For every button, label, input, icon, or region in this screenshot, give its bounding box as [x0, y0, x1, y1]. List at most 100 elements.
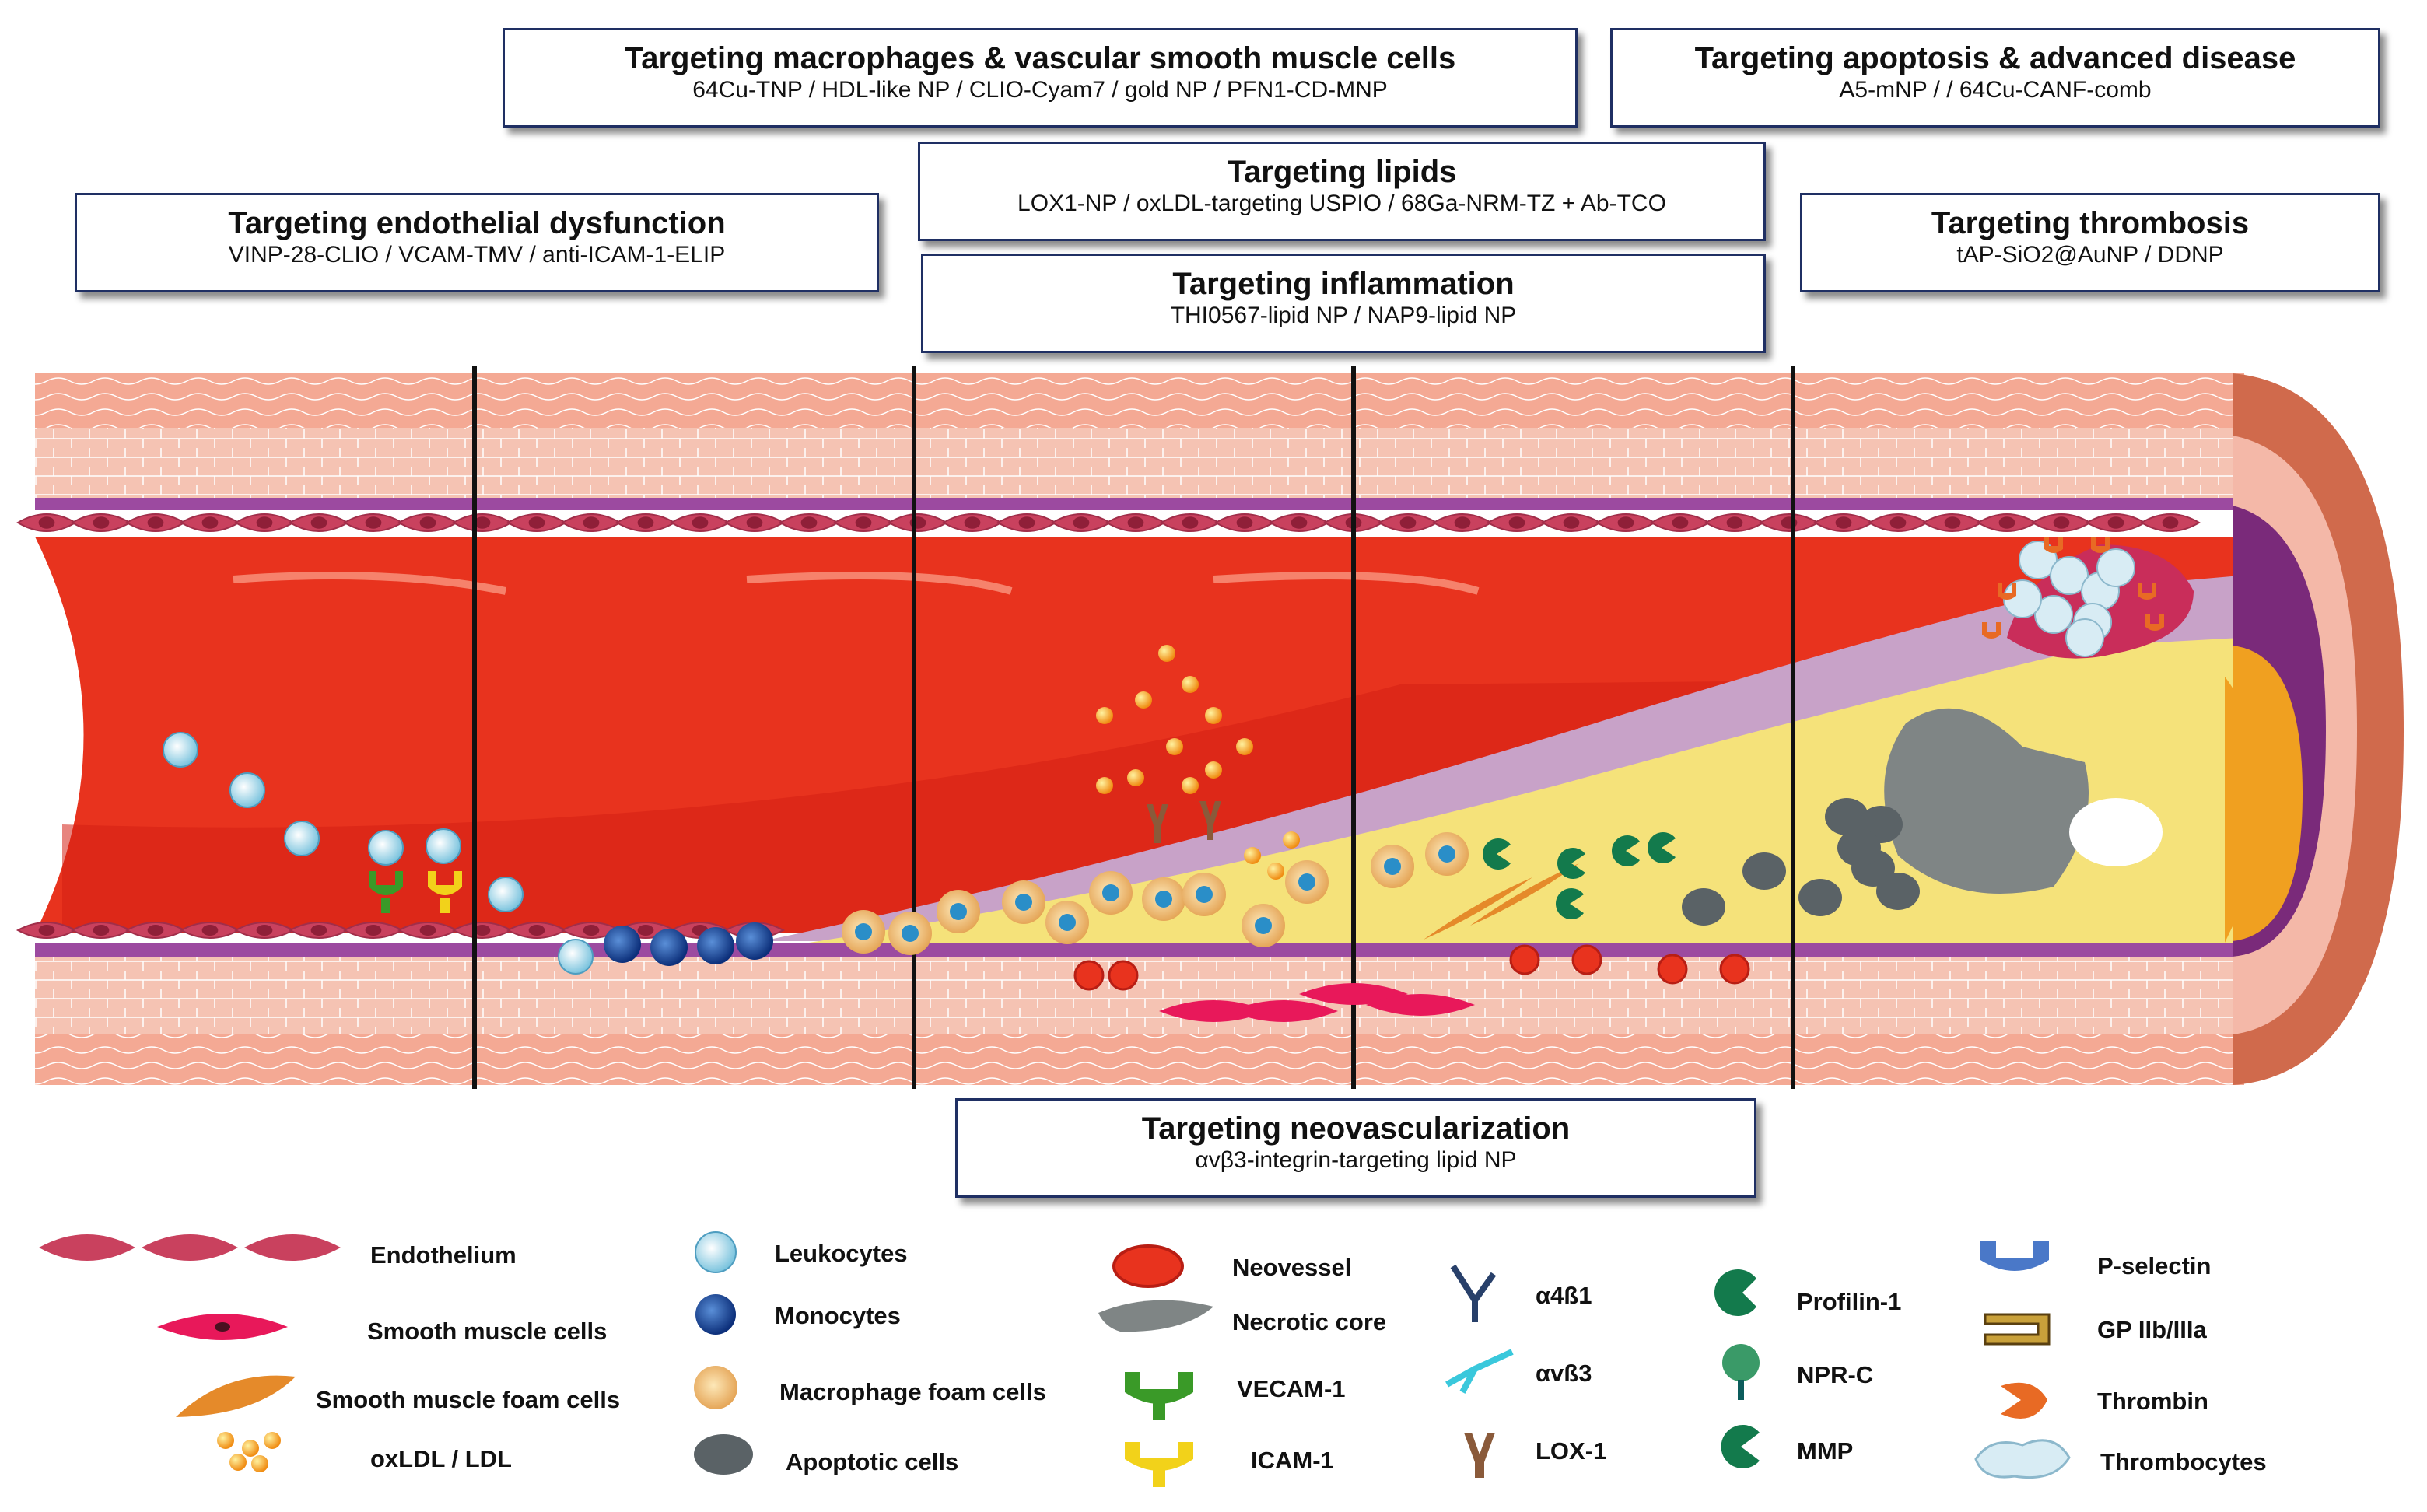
thrombocyte — [2096, 548, 2135, 587]
leukocyte — [558, 939, 594, 975]
box-neovascularization-title: Targeting neovascularization — [1141, 1111, 1571, 1146]
oxldl-particle — [1096, 707, 1113, 724]
neovessel — [1108, 960, 1139, 991]
lox1-receptor — [1147, 804, 1168, 843]
section-dividers — [472, 366, 1795, 1089]
box-macrophages-subtitle: 64Cu-TNP / HDL-like NP / CLIO-Cyam7 / go… — [692, 77, 1388, 103]
thrombocyte — [2050, 556, 2089, 595]
endothelium-top — [16, 513, 2201, 532]
thrombus — [1982, 537, 2194, 659]
legend-avb3: αvß3 — [1536, 1360, 1592, 1387]
box-endothelial-subtitle: VINP-28-CLIO / VCAM-TMV / anti-ICAM-1-EL… — [228, 242, 726, 268]
oxldl-particle — [1158, 645, 1175, 662]
monocyte — [650, 929, 688, 966]
neovessel — [1571, 944, 1602, 975]
mmp-marker — [1557, 848, 1585, 879]
box-neovascularization: Targeting neovascularization αvβ3-integr… — [955, 1098, 1756, 1198]
box-apoptosis-title: Targeting apoptosis & advanced disease — [1694, 41, 2296, 75]
box-endothelial-title: Targeting endothelial dysfunction — [228, 206, 726, 240]
endothelium-icon — [39, 1234, 135, 1261]
leukocyte — [488, 877, 524, 912]
monocyte — [697, 927, 734, 964]
apoptotic-cell — [1682, 888, 1725, 926]
neovessel — [1509, 944, 1540, 975]
box-inflammation: Targeting inflammation THI0567-lipid NP … — [921, 254, 1766, 353]
legend-leukocytes: Leukocytes — [775, 1240, 908, 1267]
a4b1-icon — [1450, 1264, 1497, 1322]
legend-vecam: VECAM-1 — [1237, 1375, 1346, 1402]
oxldl-particle — [1166, 738, 1183, 755]
legend-sm-foam: Smooth muscle foam cells — [316, 1386, 621, 1413]
mmp-icon — [1721, 1425, 1760, 1469]
media-bottom — [35, 957, 2244, 1034]
legend-pselectin: P-selectin — [2097, 1252, 2212, 1279]
sm-foam-cell — [1470, 863, 1579, 926]
vessel-cut-cap — [2233, 646, 2303, 941]
adventitia-top — [35, 373, 2244, 428]
nprc-icon — [1722, 1344, 1760, 1381]
thrombin-marker — [2145, 614, 2164, 631]
legend-thrombocytes: Thrombocytes — [2100, 1448, 2267, 1475]
lox1-icon — [1464, 1433, 1495, 1478]
box-macrophages: Targeting macrophages & vascular smooth … — [503, 28, 1578, 128]
box-endothelial: Targeting endothelial dysfunction VINP-2… — [75, 193, 879, 292]
thrombin-marker — [2091, 537, 2110, 553]
box-macrophages-title: Targeting macrophages & vascular smooth … — [624, 41, 1456, 75]
legend-neovessel: Neovessel — [1232, 1254, 1352, 1281]
apoptotic-cell — [1742, 852, 1786, 890]
thrombin-marker — [2138, 583, 2156, 600]
thrombin-marker — [1998, 583, 2016, 600]
leukocyte — [163, 732, 198, 768]
neovessel — [1657, 954, 1688, 985]
mmp-marker — [1556, 887, 1584, 919]
box-apoptosis-subtitle: A5-mNP / / 64Cu-CANF-comb — [1839, 77, 2152, 103]
apoptotic-cell — [1825, 798, 1868, 835]
oxldl-particle — [1283, 831, 1300, 849]
legend-smooth-muscle: Smooth muscle cells — [367, 1318, 608, 1345]
media-top — [35, 428, 2244, 498]
box-lipids-subtitle: LOX1-NP / oxLDL-targeting USPIO / 68Ga-N… — [1017, 191, 1666, 216]
legend-macrophage-foam: Macrophage foam cells — [779, 1378, 1046, 1405]
mmp-marker — [1648, 832, 1676, 863]
vecam-icon — [1125, 1372, 1193, 1420]
leukocyte — [284, 821, 320, 856]
smooth-muscle-cell — [1366, 994, 1475, 1016]
oxldl-particle — [1096, 777, 1113, 794]
apoptotic-icon — [694, 1434, 753, 1475]
box-inflammation-title: Targeting inflammation — [1172, 267, 1515, 301]
legend-lox1: LOX-1 — [1536, 1437, 1607, 1465]
smooth-muscle-cell — [1299, 983, 1408, 1005]
icam-receptor — [428, 871, 462, 913]
profilin-icon — [1714, 1269, 1756, 1316]
adventitia-bottom — [35, 1034, 2244, 1085]
smooth-muscle-cell — [1229, 1000, 1338, 1022]
box-thrombosis: Targeting thrombosis tAP-SiO2@AuNP / DDN… — [1800, 193, 2380, 292]
legend-monocytes: Monocytes — [775, 1302, 901, 1329]
oxldl-particle — [1244, 847, 1261, 864]
neovessel-icon — [1112, 1244, 1184, 1288]
monocyte — [604, 926, 641, 963]
legend-mmp: MMP — [1797, 1437, 1854, 1465]
thrombin-marker — [1982, 622, 2001, 639]
box-lipids-title: Targeting lipids — [1227, 155, 1457, 189]
legend-a4b1: α4ß1 — [1536, 1282, 1592, 1309]
monocyte-icon — [695, 1294, 736, 1335]
avb3-icon — [1445, 1349, 1514, 1394]
apoptotic-cell — [1837, 829, 1881, 866]
necrotic-icon — [1098, 1300, 1214, 1332]
legend-endothelium: Endothelium — [370, 1241, 517, 1269]
pselectin-icon — [1980, 1241, 2049, 1271]
thrombocytes-icon — [1974, 1439, 2071, 1479]
icam-icon — [1125, 1442, 1193, 1487]
legend-icam: ICAM-1 — [1251, 1447, 1334, 1474]
oxldl-particle — [1182, 777, 1199, 794]
mmp-marker — [1611, 835, 1640, 866]
oxldl-particle — [1182, 676, 1199, 693]
box-lipids: Targeting lipids LOX1-NP / oxLDL-targeti… — [918, 142, 1766, 241]
leukocyte — [368, 830, 404, 866]
legend-apoptotic: Apoptotic cells — [786, 1448, 959, 1475]
oxldl-particle — [1127, 769, 1144, 786]
oxldl-particle — [1205, 707, 1222, 724]
macrophage-foam-icon — [694, 1366, 737, 1409]
